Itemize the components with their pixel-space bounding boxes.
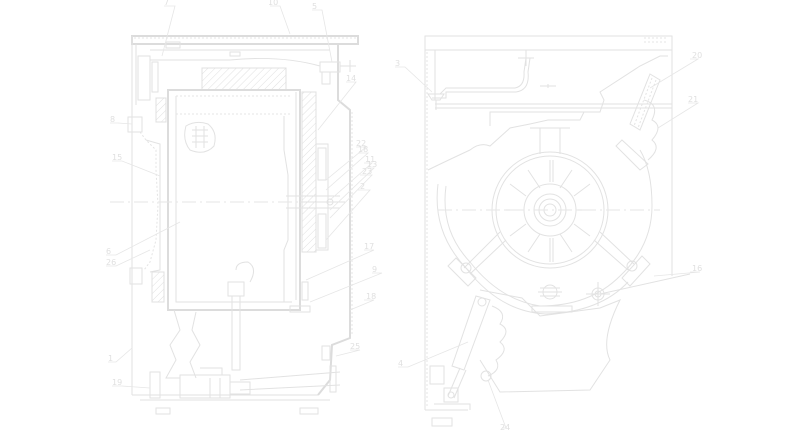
rear-section-view: 3 20 21 16 4 24 — [395, 35, 702, 432]
callout-labels-left: 7 10 5 14 8 22 18 11 13 23 2 15 6 26 17 … — [106, 0, 377, 387]
leader-lines-right — [395, 58, 701, 429]
callout-2: 2 — [360, 182, 365, 191]
callout-10: 10 — [268, 0, 278, 7]
callout-13: 13 — [367, 160, 377, 169]
callout-5: 5 — [312, 2, 317, 11]
callout-14: 14 — [346, 74, 356, 83]
callout-1: 1 — [108, 354, 113, 363]
callout-26: 26 — [106, 258, 116, 267]
motor — [438, 127, 660, 287]
callout-7: 7 — [164, 0, 169, 7]
callout-8: 8 — [110, 115, 115, 124]
counterweight — [150, 41, 356, 91]
callout-6: 6 — [106, 247, 111, 256]
callout-20: 20 — [692, 51, 702, 60]
callout-15: 15 — [112, 153, 122, 162]
leader-lines-left — [106, 5, 383, 389]
callout-23: 23 — [362, 167, 372, 176]
rear-cabinet-outline — [424, 35, 673, 427]
callout-11: 11 — [365, 155, 375, 164]
pump-and-hose — [149, 261, 341, 399]
upper-damper — [615, 73, 661, 171]
pulley-assembly — [286, 91, 345, 313]
callout-18-upper: 18 — [358, 145, 368, 154]
door-assembly — [127, 55, 167, 303]
callout-17: 17 — [364, 242, 374, 251]
callout-25: 25 — [350, 342, 360, 351]
callout-22: 22 — [356, 139, 366, 148]
callout-18-lower: 18 — [366, 292, 376, 301]
callout-3: 3 — [395, 59, 400, 68]
balance-fixture — [531, 273, 691, 313]
callout-4: 4 — [398, 359, 403, 368]
callout-16: 16 — [692, 264, 702, 273]
drum — [167, 89, 301, 311]
side-section-view: 7 10 5 14 8 22 18 11 13 23 2 15 6 26 17 … — [106, 0, 383, 415]
callout-21: 21 — [688, 95, 698, 104]
lower-damper — [429, 295, 507, 410]
top-hose — [427, 50, 672, 110]
cabinet-outline — [131, 35, 359, 415]
callout-9: 9 — [372, 265, 377, 274]
callout-labels-right: 3 20 21 16 4 24 — [395, 51, 702, 432]
callout-24: 24 — [500, 423, 510, 432]
callout-19: 19 — [112, 378, 122, 387]
tub-outline — [427, 55, 668, 393]
